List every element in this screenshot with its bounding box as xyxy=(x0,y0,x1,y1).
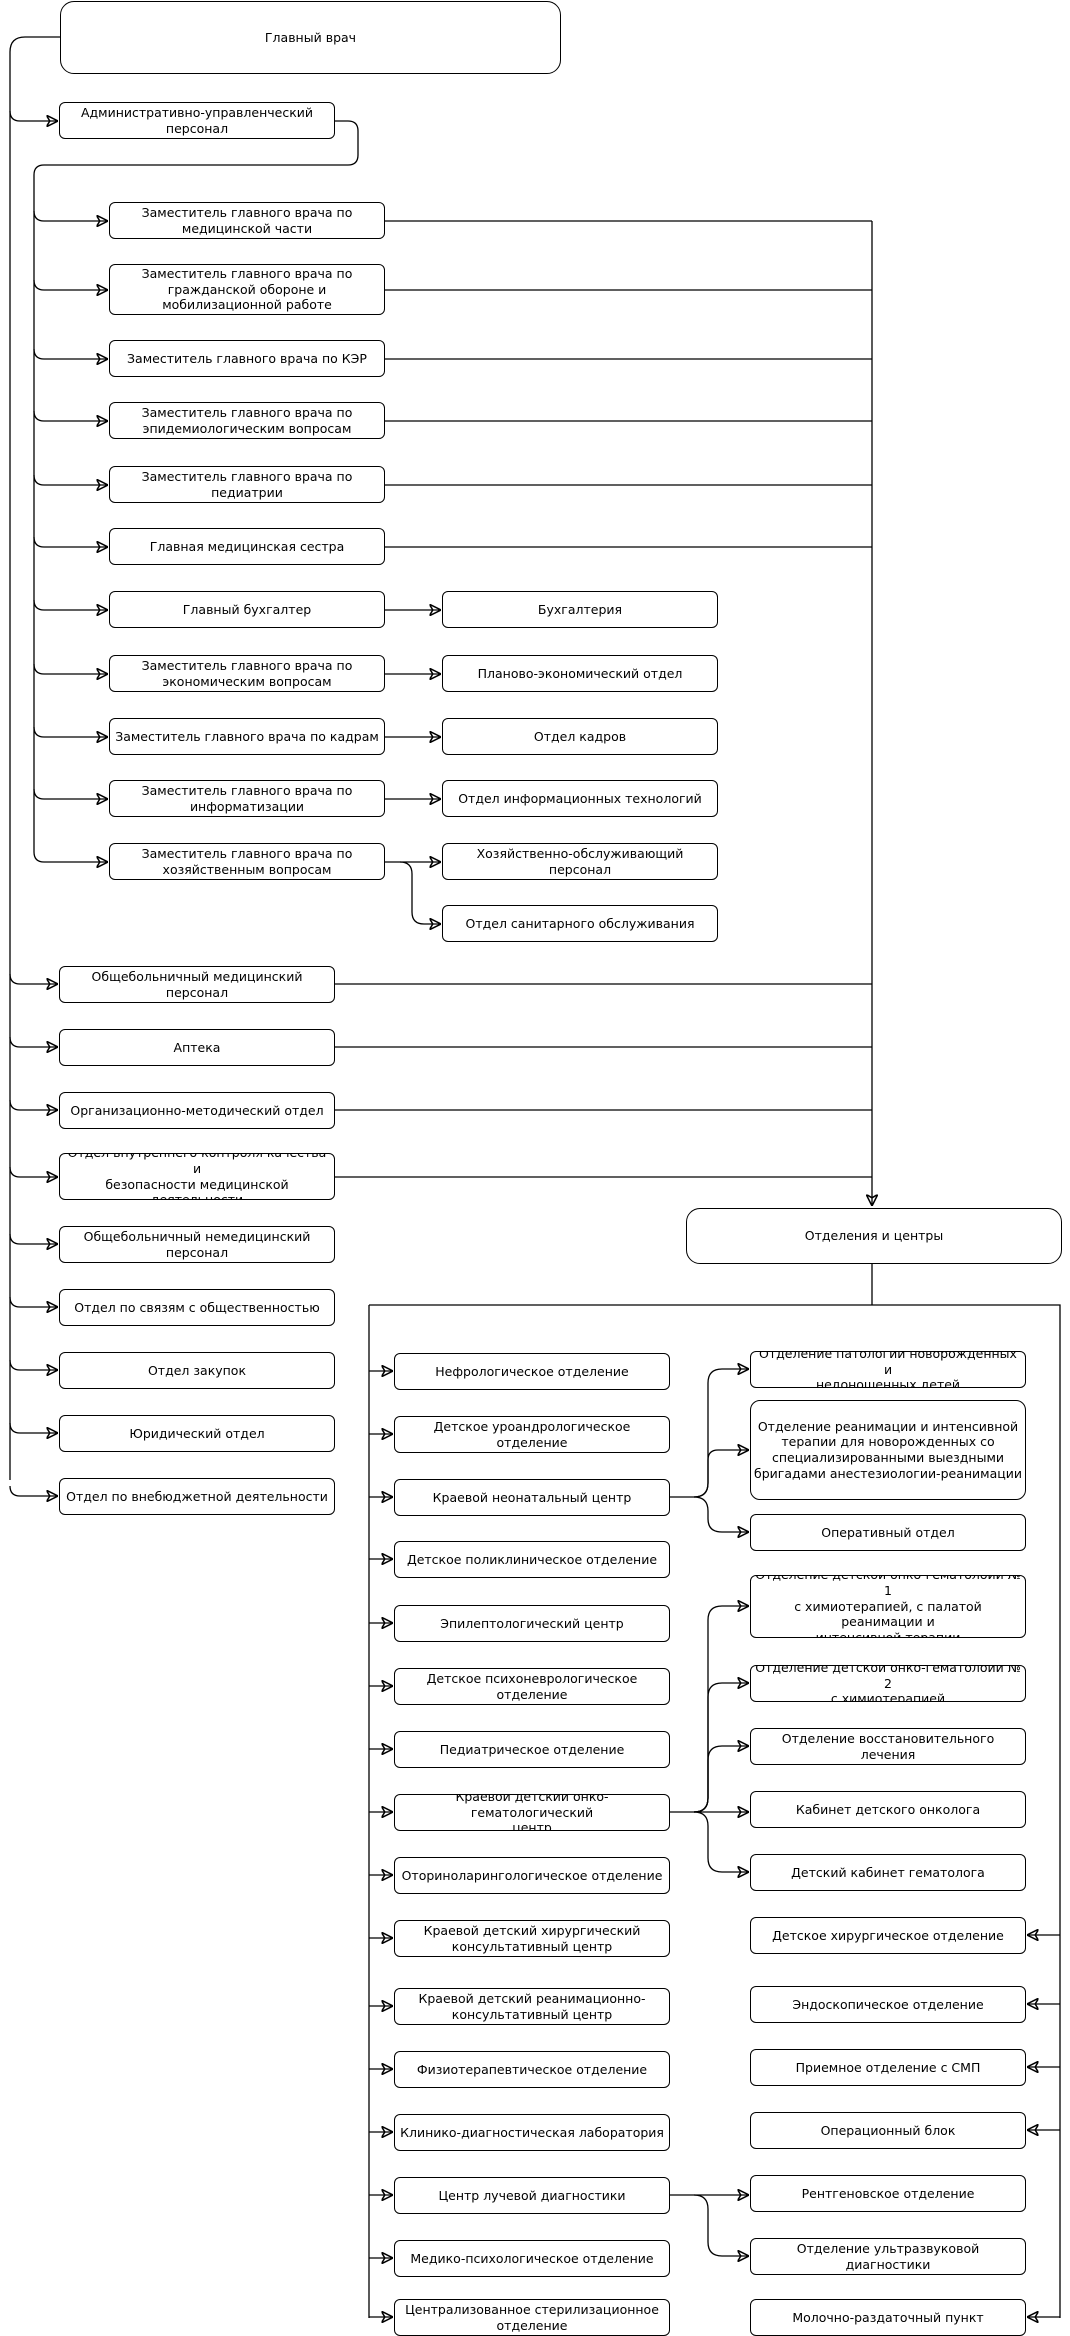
arrow-to-sanitary xyxy=(399,861,441,924)
arrow-to-deputy xyxy=(33,474,108,485)
dept-epileptology: Эпилептологический центр xyxy=(394,1605,670,1642)
household-staff-box: Хозяйственно-обслуживающий персонал xyxy=(442,843,718,880)
quality-control-box: Отдел внутреннего контроля качества и бе… xyxy=(59,1153,335,1200)
dept-sterilization: Централизованное стерилизационное отделе… xyxy=(394,2299,670,2336)
dept-medical-psychology: Медико-психологическое отделение xyxy=(394,2240,670,2277)
chief-accountant-box: Главный бухгалтер xyxy=(109,591,385,628)
deputy-informatization-box: Заместитель главного врача по информатиз… xyxy=(109,780,385,817)
dept-uroandrology: Детское уроандрологическое отделение xyxy=(394,1416,670,1453)
centers-frame-right xyxy=(369,1304,1061,2318)
neonatal-to-icu xyxy=(693,1450,749,1498)
chief-doctor-box: Главный врач xyxy=(60,1,561,74)
deputy-civil-defense-box: Заместитель главного врача по гражданско… xyxy=(109,264,385,315)
general-medical-staff-box: Общебольничный медицинский персонал xyxy=(59,966,335,1003)
radiology-to-ultrasound xyxy=(693,2194,749,2256)
dept-nephrology: Нефрологическое отделение xyxy=(394,1353,670,1390)
procurement-box: Отдел закупок xyxy=(59,1352,335,1389)
deputy-medical-box: Заместитель главного врача по медицинско… xyxy=(109,202,385,239)
dept-physiotherapy: Физиотерапевтическое отделение xyxy=(394,2051,670,2088)
sanitary-department-box: Отдел санитарного обслуживания xyxy=(442,905,718,942)
arrow-to-general-unit xyxy=(9,1036,58,1047)
milk-distribution-box: Молочно-раздаточный пункт xyxy=(750,2299,1026,2336)
departments-centers-box: Отделения и центры xyxy=(686,1208,1062,1264)
ultrasound-department-box: Отделение ультразвуковой диагностики xyxy=(750,2238,1026,2275)
dept-otolaryngology: Оториноларингологическое отделение xyxy=(394,1857,670,1894)
admission-smp-box: Приемное отделение с СМП xyxy=(750,2049,1026,2086)
dept-neonatal-center: Краевой неонатальный центр xyxy=(394,1479,670,1516)
operating-unit-box: Операционный блок xyxy=(750,2112,1026,2149)
deputy-economics-box: Заместитель главного врача по экономичес… xyxy=(109,655,385,692)
arrow-to-general-unit xyxy=(9,110,58,121)
deputy-pediatrics-box: Заместитель главного врача по педиатрии xyxy=(109,466,385,503)
dept-pediatrics: Педиатрическое отделение xyxy=(394,1731,670,1768)
arrow-to-general-unit xyxy=(9,1296,58,1307)
dept-onco-center: Краевой детский онко-гематологический це… xyxy=(394,1794,670,1831)
arrow-to-general-unit xyxy=(9,1166,58,1177)
onco-to-rehab xyxy=(693,1746,749,1813)
arrow-to-deputy xyxy=(33,348,108,359)
neonatal-to-pathology xyxy=(670,1369,749,1498)
arrow-to-general-unit xyxy=(9,1485,58,1496)
arrow-to-general-unit xyxy=(9,973,58,984)
xray-department-box: Рентгеновское отделение xyxy=(750,2175,1026,2212)
trunk-main xyxy=(9,36,60,1480)
admin-staff-box: Административно-управленческий персонал xyxy=(59,102,335,139)
arrow-to-deputy xyxy=(33,279,108,290)
arrow-to-deputy xyxy=(33,663,108,674)
onco-hematology-2-box: Отделение детской онко-гематолоии № 2 с … xyxy=(750,1665,1026,1702)
arrow-to-deputy xyxy=(33,599,108,610)
arrow-to-deputy xyxy=(33,726,108,737)
public-relations-box: Отдел по связям с общественностью xyxy=(59,1289,335,1326)
endoscopy-box: Эндоскопическое отделение xyxy=(750,1986,1026,2023)
general-nonmedical-staff-box: Общебольничный немедицинский персонал xyxy=(59,1226,335,1263)
dept-radiology-center: Центр лучевой диагностики xyxy=(394,2177,670,2214)
arrow-to-general-unit xyxy=(9,1233,58,1244)
operative-department-box: Оперативный отдел xyxy=(750,1514,1026,1551)
rehabilitation-box: Отделение восстановительного лечения xyxy=(750,1728,1026,1765)
onco-to-hematologist xyxy=(693,1811,749,1872)
arrow-to-general-unit xyxy=(9,1359,58,1370)
arrow-to-deputy xyxy=(33,851,108,862)
planning-economic-box: Планово-экономический отдел xyxy=(442,655,718,692)
neonatal-icu-box: Отделение реанимации и интенсивной терап… xyxy=(750,1400,1026,1500)
pharmacy-box: Аптека xyxy=(59,1029,335,1066)
onco-hematology-1-box: Отделение детской онко-гематолоии № 1 с … xyxy=(750,1575,1026,1638)
oncologist-office-box: Кабинет детского онколога xyxy=(750,1791,1026,1828)
dept-polyclinic: Детское поликлиническое отделение xyxy=(394,1541,670,1578)
dept-clinical-lab: Клинико-диагностическая лаборатория xyxy=(394,2114,670,2151)
deputy-ker-box: Заместитель главного врача по КЭР xyxy=(109,340,385,377)
dept-surgical-consult-center: Краевой детский хирургический консультат… xyxy=(394,1920,670,1957)
arrow-to-deputy xyxy=(33,536,108,547)
hr-department-box: Отдел кадров xyxy=(442,718,718,755)
arrow-to-general-unit xyxy=(9,1422,58,1433)
arrow-to-deputy xyxy=(33,210,108,221)
deputy-household-box: Заместитель главного врача по хозяйствен… xyxy=(109,843,385,880)
neonatal-to-operative xyxy=(693,1496,749,1532)
legal-department-box: Юридический отдел xyxy=(59,1415,335,1452)
trunk-deputies xyxy=(33,120,359,852)
arrow-to-general-unit xyxy=(9,1099,58,1110)
it-department-box: Отдел информационных технологий xyxy=(442,780,718,817)
methodology-department-box: Организационно-методический отдел xyxy=(59,1092,335,1129)
onco-to-hem1 xyxy=(670,1606,749,1813)
neonatal-pathology-box: Отделение патологии новорожденных и недо… xyxy=(750,1351,1026,1388)
onco-to-hem2 xyxy=(693,1683,749,1813)
dept-resuscitation-consult-center: Краевой детский реанимационно- консульта… xyxy=(394,1988,670,2025)
deputy-hr-box: Заместитель главного врача по кадрам xyxy=(109,718,385,755)
extrabudgetary-box: Отдел по внебюджетной деятельности xyxy=(59,1478,335,1515)
arrow-to-deputy xyxy=(33,788,108,799)
pediatric-surgery-box: Детское хирургическое отделение xyxy=(750,1917,1026,1954)
chief-nurse-box: Главная медицинская сестра xyxy=(109,528,385,565)
accounting-box: Бухгалтерия xyxy=(442,591,718,628)
arrow-to-deputy xyxy=(33,410,108,421)
hematologist-office-box: Детский кабинет гематолога xyxy=(750,1854,1026,1891)
deputy-epidemiology-box: Заместитель главного врача по эпидемиоло… xyxy=(109,402,385,439)
dept-psychoneurology: Детское психоневрологическое отделение xyxy=(394,1668,670,1705)
